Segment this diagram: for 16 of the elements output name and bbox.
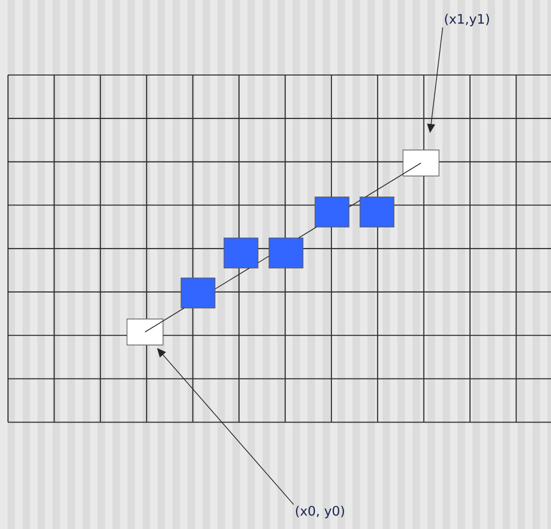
lit-pixel [360, 196, 394, 228]
line-segment [214, 268, 250, 290]
leader-arrow [157, 348, 294, 505]
lit-pixel [314, 196, 350, 228]
coordinate-label: (x0, y0) [296, 506, 344, 518]
lit-pixel [224, 238, 258, 268]
lit-pixel [268, 238, 304, 268]
line-segment [348, 200, 360, 208]
line-segment [298, 226, 317, 238]
line-segment [365, 162, 422, 198]
endpoint-pixel [402, 150, 440, 176]
endpoint-pixel [126, 318, 164, 346]
line-segment [258, 256, 270, 264]
line-segment [144, 308, 185, 332]
lit-pixel [180, 278, 216, 308]
coordinate-label: (x1,y1) [445, 14, 489, 26]
